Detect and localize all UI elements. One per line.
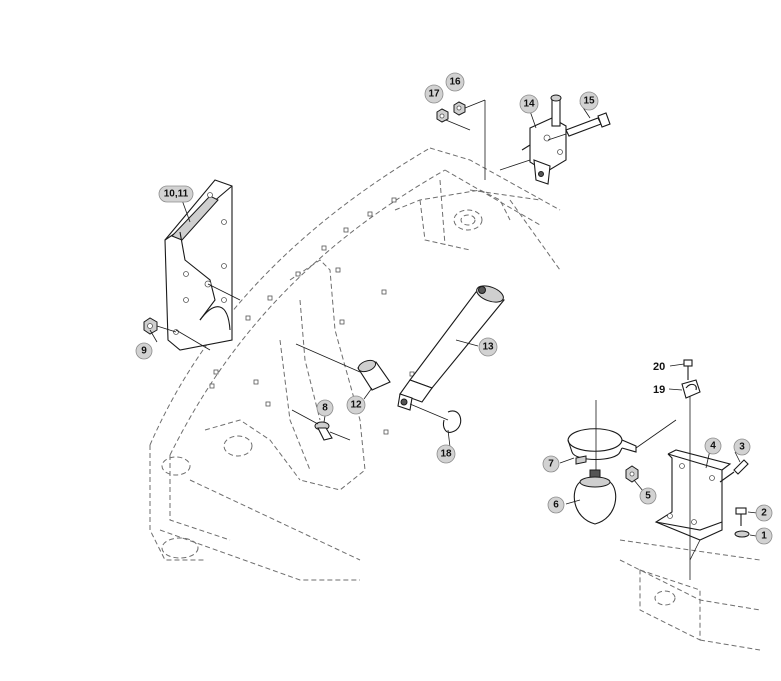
bolt-part-8 — [291, 409, 351, 441]
callout-17-label: 17 — [428, 89, 440, 100]
callout-10-11-label: 10,11 — [164, 189, 189, 200]
callout-16-label: 16 — [449, 77, 461, 88]
nut-part-9 — [143, 317, 177, 335]
callout-15-label: 15 — [583, 96, 595, 107]
frame-outline — [149, 147, 761, 651]
callout-4: 4 — [704, 437, 722, 455]
frame-holes — [209, 197, 415, 435]
callout-14: 14 — [519, 94, 539, 114]
callout-2-label: 2 — [761, 508, 767, 519]
callout-12-label: 12 — [350, 400, 362, 411]
bracket-assembly — [654, 359, 750, 580]
callout-9-label: 9 — [141, 346, 147, 357]
callout-1: 1 — [755, 527, 773, 545]
callout-1-label: 1 — [761, 531, 767, 542]
callout-8: 8 — [316, 399, 334, 417]
callout-5: 5 — [639, 487, 657, 505]
callout-6-label: 6 — [553, 500, 559, 511]
callout-12: 12 — [346, 395, 366, 415]
callout-7: 7 — [542, 455, 560, 473]
callout-13-label: 13 — [482, 342, 494, 353]
callout-16: 16 — [445, 72, 465, 92]
callout-5-label: 5 — [645, 491, 651, 502]
callout-20-label: 20 — [653, 361, 665, 373]
callout-2: 2 — [755, 504, 773, 522]
callout-6: 6 — [547, 496, 565, 514]
accumulator-assembly — [567, 400, 677, 525]
callout-15: 15 — [579, 91, 599, 111]
callout-leaders — [149, 102, 758, 537]
callout-8-label: 8 — [322, 403, 328, 414]
callout-3-label: 3 — [739, 442, 745, 453]
mounting-bracket — [164, 179, 241, 351]
callout-10-11: 10,11 — [158, 185, 194, 203]
callout-19-label: 19 — [653, 384, 665, 396]
callout-18-label: 18 — [440, 449, 452, 460]
valve-assembly — [436, 94, 611, 185]
callout-4-label: 4 — [710, 441, 716, 452]
callout-13: 13 — [478, 337, 498, 357]
callout-3: 3 — [733, 438, 751, 456]
callout-7-label: 7 — [548, 459, 554, 470]
callout-18: 18 — [436, 444, 456, 464]
callout-17: 17 — [424, 84, 444, 104]
callout-9: 9 — [135, 342, 153, 360]
callout-14-label: 14 — [523, 99, 535, 110]
